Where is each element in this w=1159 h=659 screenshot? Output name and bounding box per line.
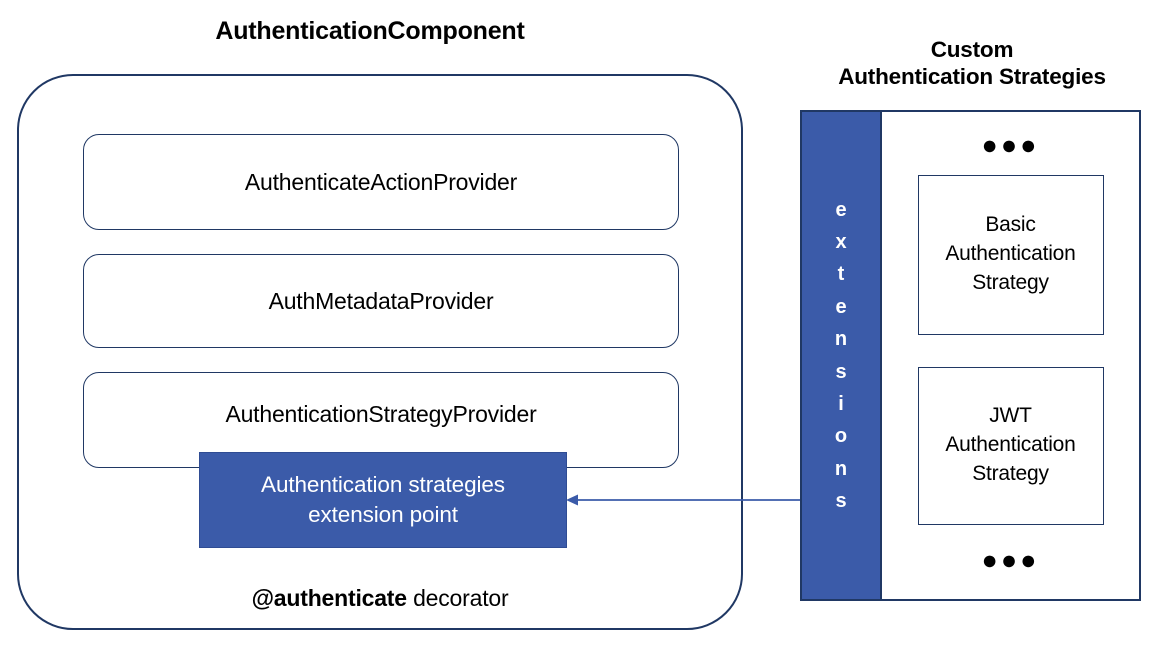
ellipsis-top-icon: ●●● (981, 130, 1040, 160)
provider-label: AuthMetadataProvider (268, 287, 494, 314)
strategy-box-basic-authentication[interactable]: Basic Authentication Strategy (917, 174, 1104, 335)
provider-label: AuthenticationStrategyProvider (225, 401, 537, 427)
decorator-name: @authenticate (251, 585, 408, 611)
authenticate-decorator-caption: @authenticate decorator (140, 585, 620, 612)
strategy-box-jwt-authentication[interactable]: JWT Authentication Strategy (917, 366, 1104, 525)
decorator-suffix: decorator (406, 585, 509, 611)
provider-box-authenticate-action[interactable]: AuthenticateActionProvider (83, 134, 679, 230)
provider-box-auth-metadata[interactable]: AuthMetadataProvider (83, 254, 679, 348)
authentication-strategies-extension-point[interactable]: Authentication strategies extension poin… (199, 452, 567, 548)
ellipsis-bottom-icon: ●●● (981, 544, 1040, 575)
provider-label: AuthenticateActionProvider (244, 168, 518, 195)
component-title: AuthenticationComponent (215, 17, 525, 45)
extensions-label: e x t e n s i o n s (834, 198, 848, 513)
custom-authentication-strategies-panel: e x t e n s i o n s ●●● Basic Authentica… (800, 110, 1141, 601)
extensions-bar[interactable]: e x t e n s i o n s (802, 112, 882, 599)
strategies-list: ●●● Basic Authentication Strategy JWT Au… (882, 112, 1139, 599)
authentication-component-container (17, 74, 743, 630)
custom-strategies-title: Custom Authentication Strategies (838, 37, 1106, 90)
